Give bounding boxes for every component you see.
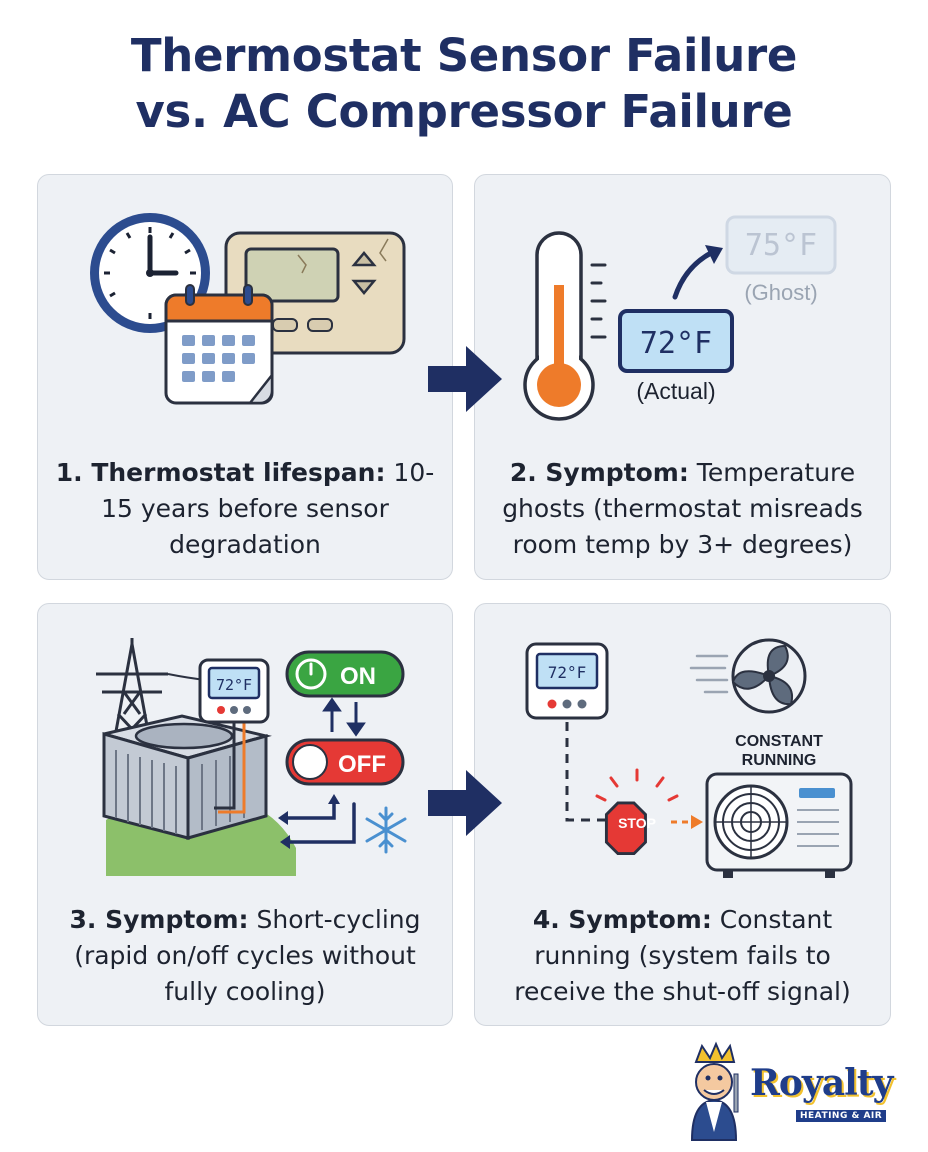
snowflake-icon [365,806,407,854]
caption-temperature-ghosts: 2. Symptom: Temperature ghosts (thermost… [485,455,880,563]
thermostat-icon: 72°F [198,658,270,724]
ac-outdoor-unit-icon [705,772,853,878]
caption-3-text: Short-cycling (rapid on/off cycles witho… [74,905,421,1006]
constant-label-2: RUNNING [742,752,817,769]
off-label: OFF [338,751,386,778]
title-line-2: vs. AC Compressor Failure [135,85,793,138]
flow-arrow-right-icon [428,770,502,836]
logo-wordmark: Royalty [750,1062,893,1104]
thermostat-temp: 72°F [548,663,587,682]
caption-short-cycling: 3. Symptom: Short-cycling (rapid on/off … [48,902,442,1010]
panel-thermostat-lifespan: 1. Thermostat lifespan: 10-15 years befo… [37,174,453,580]
page-title: Thermostat Sensor Failure vs. AC Compres… [0,28,928,140]
thermostat-icon: 72°F [525,642,609,720]
caption-2-lead: 2. Symptom: [509,458,689,487]
lifespan-illustration [90,213,406,405]
constant-label-1: CONSTANT [735,733,823,750]
actual-label: (Actual) [636,378,715,404]
title-line-1: Thermostat Sensor Failure [130,29,798,82]
ghost-temp-display: 75°F [725,215,837,275]
panel-constant-running: 72°F STOP [474,603,891,1026]
constant-running-illustration: 72°F STOP [525,638,853,878]
ghost-label: (Ghost) [744,280,817,305]
ghost-temperature-illustration: 72°F (Actual) 75°F (Ghost) [523,215,837,421]
caption-2-text: Temperature ghosts (thermostat misreads … [502,458,863,559]
panel-temperature-ghosts: 72°F (Actual) 75°F (Ghost) 2. Symptom: T… [474,174,891,580]
panel-short-cycling: 72°F ON OFF [37,603,453,1026]
flow-arrow-right-icon [428,346,502,412]
actual-temp-value: 72°F [640,326,712,361]
thermostat-temp: 72°F [216,676,252,694]
stop-sign-icon: STOP [595,768,679,856]
fan-icon [689,638,807,714]
return-arrows-icon [280,798,356,844]
ac-condenser-icon [102,714,272,840]
logo-tagline: HEATING & AIR [796,1110,887,1122]
thermometer-icon [523,231,607,421]
brand-logo: Royalty HEATING & AIR [676,1040,906,1144]
cycle-arrows-icon [322,697,366,737]
caption-3-lead: 3. Symptom: [69,905,249,934]
on-label: ON [340,663,376,690]
on-toggle: ON [285,650,405,698]
caption-1-text: 10-15 years before sensor degradation [101,458,435,559]
caption-4-lead: 4. Symptom: [532,905,712,934]
off-toggle: OFF [285,738,405,786]
calendar-icon [164,284,274,405]
actual-temp-display: 72°F [618,309,734,373]
caption-thermostat-lifespan: 1. Thermostat lifespan: 10-15 years befo… [48,455,442,563]
arrow-up-icon [672,245,723,300]
ghost-temp-value: 75°F [745,228,817,263]
king-mascot-icon [690,1041,739,1141]
caption-constant-running: 4. Symptom: Constant running (system fai… [485,902,880,1010]
caption-1-lead: 1. Thermostat lifespan: [55,458,386,487]
stop-label: STOP [618,815,656,831]
short-cycling-illustration: 72°F ON OFF [96,638,407,876]
caption-4-text: Constant running (system fails to receiv… [514,905,851,1006]
